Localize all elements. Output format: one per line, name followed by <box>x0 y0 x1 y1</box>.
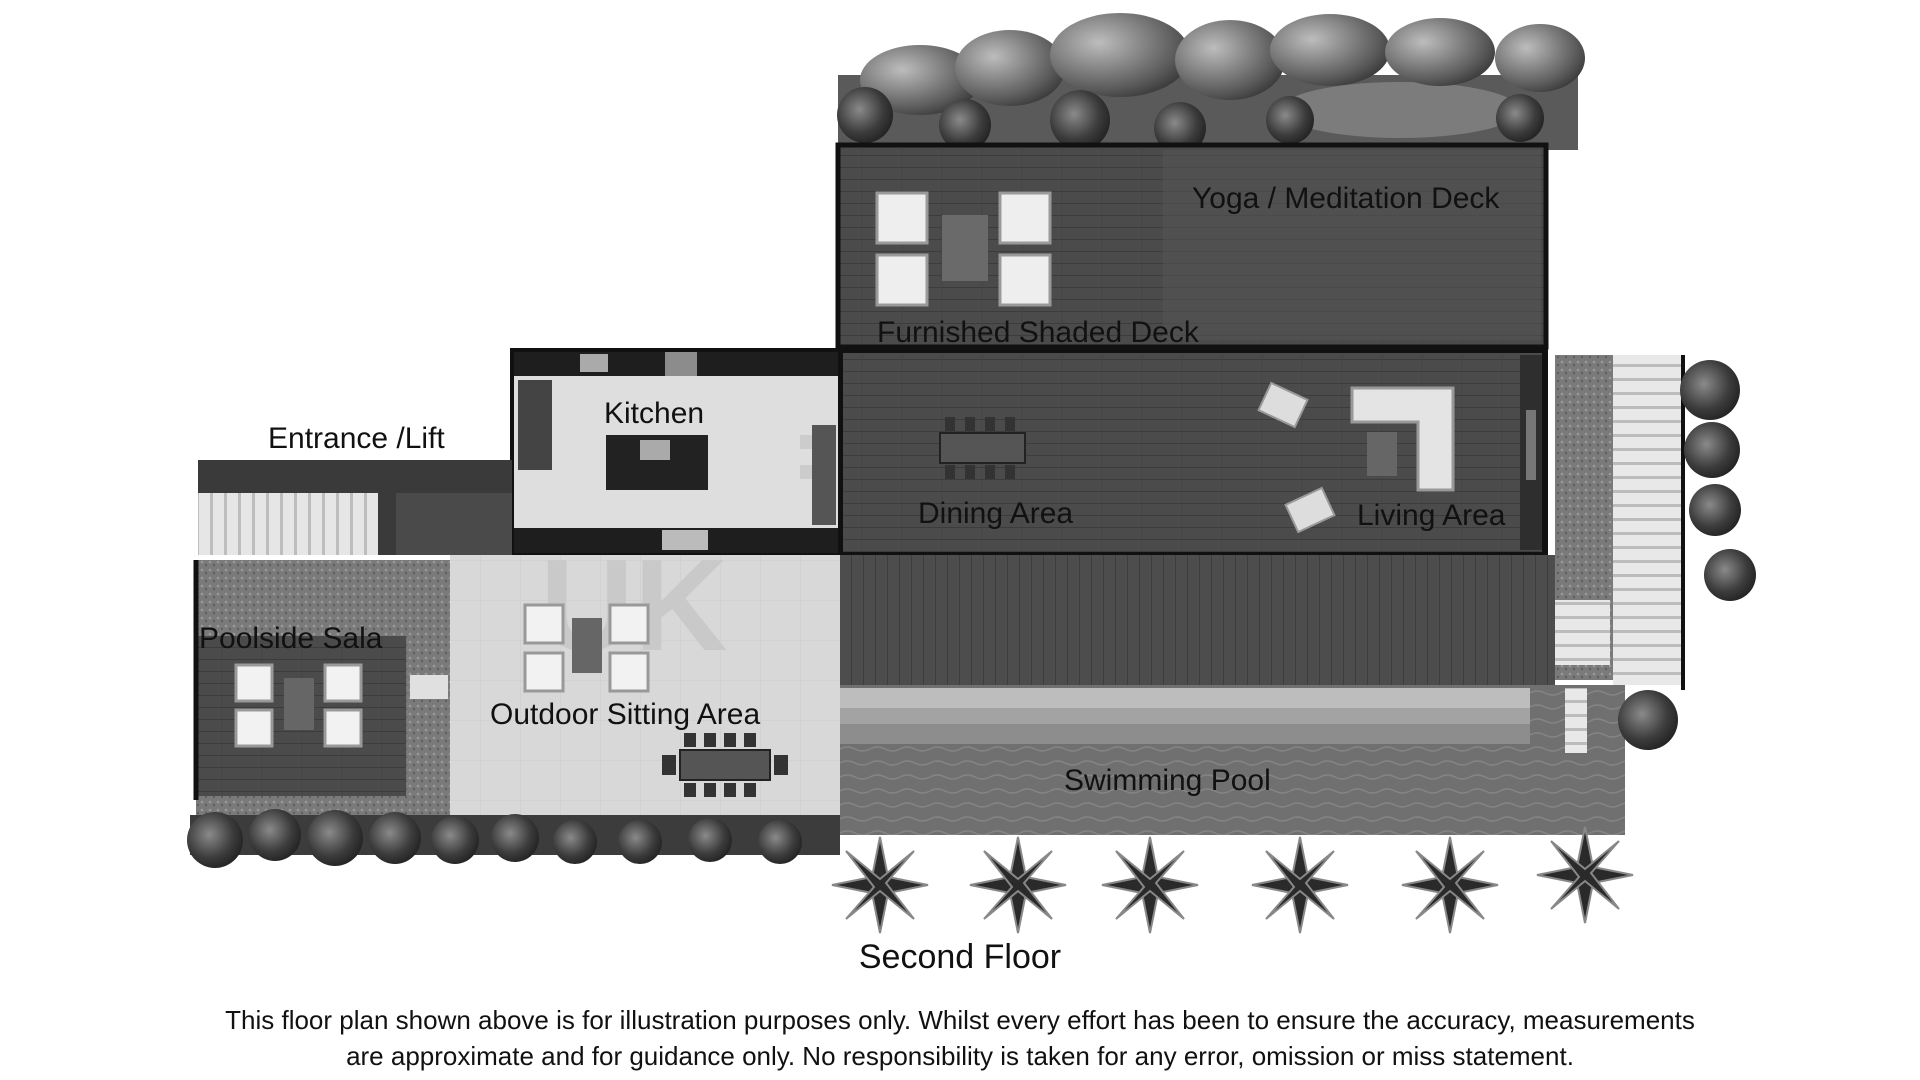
pool-deck <box>840 555 1555 685</box>
floor-title: Second Floor <box>858 938 1062 976</box>
outdoor-dining-table <box>662 733 788 797</box>
disclaimer: This floor plan shown above is for illus… <box>0 1002 1920 1074</box>
label-living: Living Area <box>1357 499 1506 532</box>
poolside-sala <box>193 560 450 825</box>
label-dining: Dining Area <box>918 497 1073 530</box>
label-kitchen: Kitchen <box>604 397 704 430</box>
deck-lounge-set <box>875 191 1052 307</box>
bottom-shrubs <box>187 809 840 868</box>
outdoor-lounge-set <box>523 603 650 693</box>
label-shaded-deck: Furnished Shaded Deck <box>877 316 1200 349</box>
right-shrubs <box>1618 360 1756 750</box>
label-swimming-pool: Swimming Pool <box>1064 764 1271 797</box>
top-garden <box>837 13 1585 154</box>
entrance-lift <box>198 460 512 555</box>
side-stairs <box>1555 355 1685 690</box>
living-sofa <box>1257 381 1455 534</box>
disclaimer-line-1: This floor plan shown above is for illus… <box>225 1005 1695 1035</box>
palm-trees <box>831 826 1634 934</box>
label-entrance: Entrance /Lift <box>268 422 445 455</box>
label-outdoor-sitting: Outdoor Sitting Area <box>490 698 760 731</box>
disclaimer-line-2: are approximate and for guidance only. N… <box>346 1041 1574 1071</box>
kitchen-zone <box>510 348 842 557</box>
swimming-pool <box>840 685 1625 835</box>
label-poolside-sala: Poolside Sala <box>199 622 383 655</box>
dining-table <box>939 417 1026 479</box>
label-yoga-deck: Yoga / Meditation Deck <box>1192 182 1500 215</box>
